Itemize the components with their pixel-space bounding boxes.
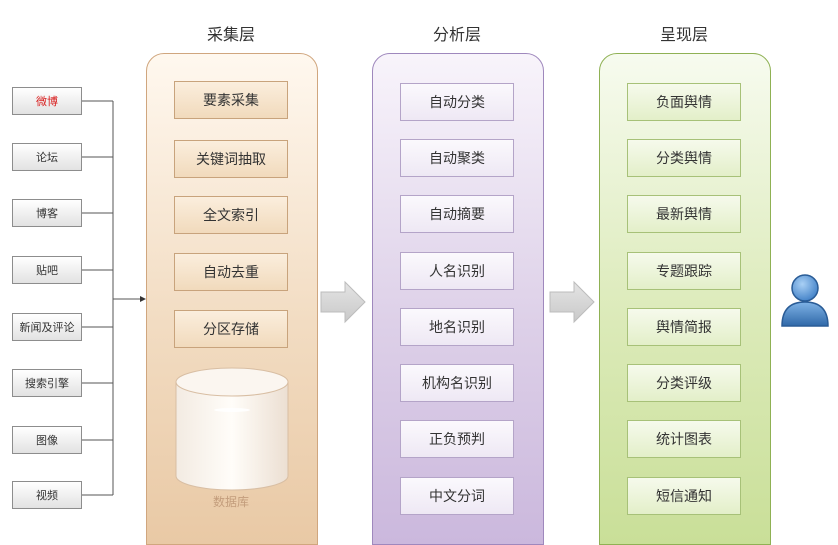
source-item: 论坛 xyxy=(12,143,82,171)
presentation-item: 负面舆情 xyxy=(627,83,741,121)
presentation-item: 分类评级 xyxy=(627,364,741,402)
analysis-item: 自动聚类 xyxy=(400,139,514,177)
presentation-item: 最新舆情 xyxy=(627,195,741,233)
presentation-layer-panel xyxy=(599,53,771,545)
database-label: 数据库 xyxy=(212,495,249,509)
analysis-item: 中文分词 xyxy=(400,477,514,515)
column-title-presentation: 呈现层 xyxy=(659,25,708,44)
arrow-right-icon xyxy=(549,280,595,324)
collection-item: 全文索引 xyxy=(174,196,288,234)
column-title-collection: 采集层 xyxy=(206,25,255,44)
collection-item: 关键词抽取 xyxy=(174,140,288,178)
presentation-item: 短信通知 xyxy=(627,477,741,515)
database-icon xyxy=(175,367,289,491)
analysis-item: 地名识别 xyxy=(400,308,514,346)
source-item: 微博 xyxy=(12,87,82,115)
analysis-item: 自动分类 xyxy=(400,83,514,121)
source-item: 图像 xyxy=(12,426,82,454)
presentation-item: 专题跟踪 xyxy=(627,252,741,290)
column-title-analysis: 分析层 xyxy=(432,25,481,44)
analysis-item: 机构名识别 xyxy=(400,364,514,402)
collection-item: 自动去重 xyxy=(174,253,288,291)
analysis-item: 自动摘要 xyxy=(400,195,514,233)
analysis-layer-panel xyxy=(372,53,544,545)
source-connectors xyxy=(82,100,146,496)
presentation-item: 统计图表 xyxy=(627,420,741,458)
presentation-item: 分类舆情 xyxy=(627,139,741,177)
user-icon xyxy=(781,274,829,327)
arrow-right-icon xyxy=(320,280,366,324)
source-item: 搜索引擎 xyxy=(12,369,82,397)
analysis-item: 正负预判 xyxy=(400,420,514,458)
source-item: 博客 xyxy=(12,199,82,227)
analysis-item: 人名识别 xyxy=(400,252,514,290)
source-item: 贴吧 xyxy=(12,256,82,284)
collection-item: 要素采集 xyxy=(174,81,288,119)
presentation-item: 舆情简报 xyxy=(627,308,741,346)
connector-arrowhead xyxy=(140,296,146,302)
source-item: 视频 xyxy=(12,481,82,509)
source-item: 新闻及评论 xyxy=(12,313,82,341)
collection-item: 分区存储 xyxy=(174,310,288,348)
